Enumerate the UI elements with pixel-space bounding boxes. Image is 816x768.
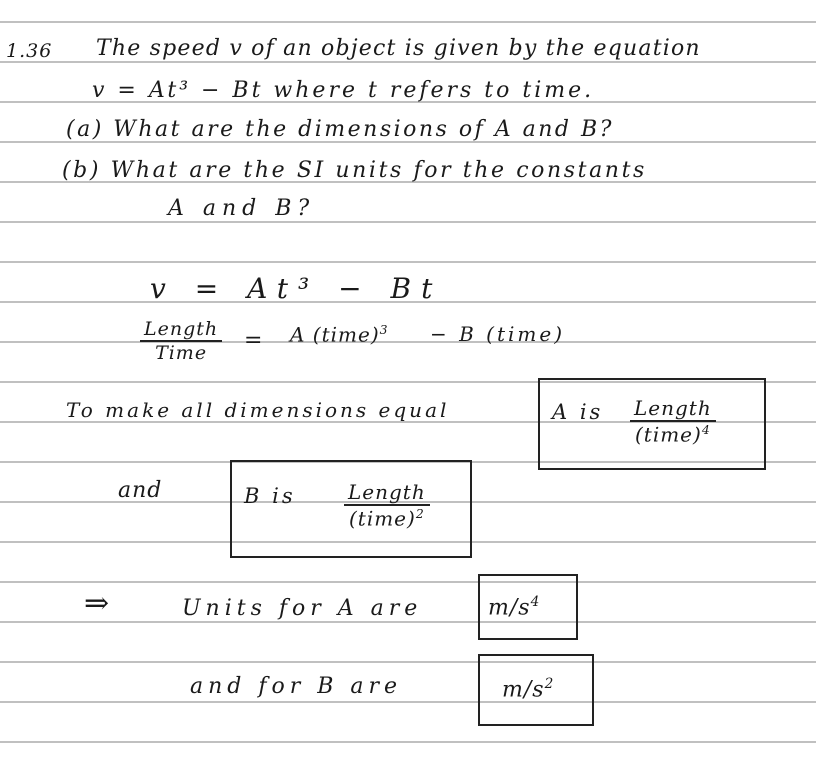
units-b-value: m/s2 [502,676,554,702]
units-a-box [478,574,578,640]
problem-part-b-line-1: (b) What are the SI units for the consta… [62,158,647,183]
lhs-numerator: Length [140,318,223,342]
a-den-text: (time) [634,422,702,447]
dimension-equals: = [244,328,264,353]
a-dimension-fraction: Length (time)4 [630,396,716,447]
lhs-fraction: Length Time [140,318,223,364]
units-a-value: m/s4 [488,594,540,620]
b-is-label: B is [244,484,296,508]
a-den-exponent: 4 [701,422,711,437]
rhs-b-term: − B (time) [430,322,566,346]
units-b-exponent: 2 [544,676,555,692]
a-denominator: (time)4 [630,422,716,447]
problem-line-2: v = At³ − Bt where t refers to time. [92,78,595,103]
units-a-text: m/s [488,595,531,621]
units-b-label: and for B are [190,674,403,699]
a-dimension-box [538,378,766,470]
problem-part-b-line-2: A and B? [168,196,316,221]
a-is-label: A is [552,400,604,424]
problem-line-1: The speed v of an object is given by the… [96,36,701,61]
main-equation: v = At³ − Bt [150,272,443,305]
rhs-a-text: A (time) [290,322,380,347]
problem-number: 1.36 [6,40,53,62]
b-dimension-box [230,460,472,558]
problem-part-a: (a) What are the dimensions of A and B? [66,117,614,142]
units-a-exponent: 4 [530,594,541,610]
and-label: and [118,478,163,503]
units-a-label: Units for A are [182,596,423,621]
rhs-a-term: A (time)3 [290,322,389,347]
a-numerator: Length [630,396,716,422]
lhs-denominator: Time [155,342,208,364]
b-denominator: (time)2 [344,506,430,531]
implies-arrow-icon: ⇒ [84,586,111,621]
b-dimension-fraction: Length (time)2 [344,480,430,531]
b-numerator: Length [344,480,430,506]
rhs-a-exponent: 3 [379,322,389,337]
units-b-box [478,654,594,726]
to-make-statement: To make all dimensions equal [66,398,450,422]
b-den-text: (time) [348,506,416,531]
b-den-exponent: 2 [415,506,425,521]
units-b-text: m/s [502,677,545,703]
